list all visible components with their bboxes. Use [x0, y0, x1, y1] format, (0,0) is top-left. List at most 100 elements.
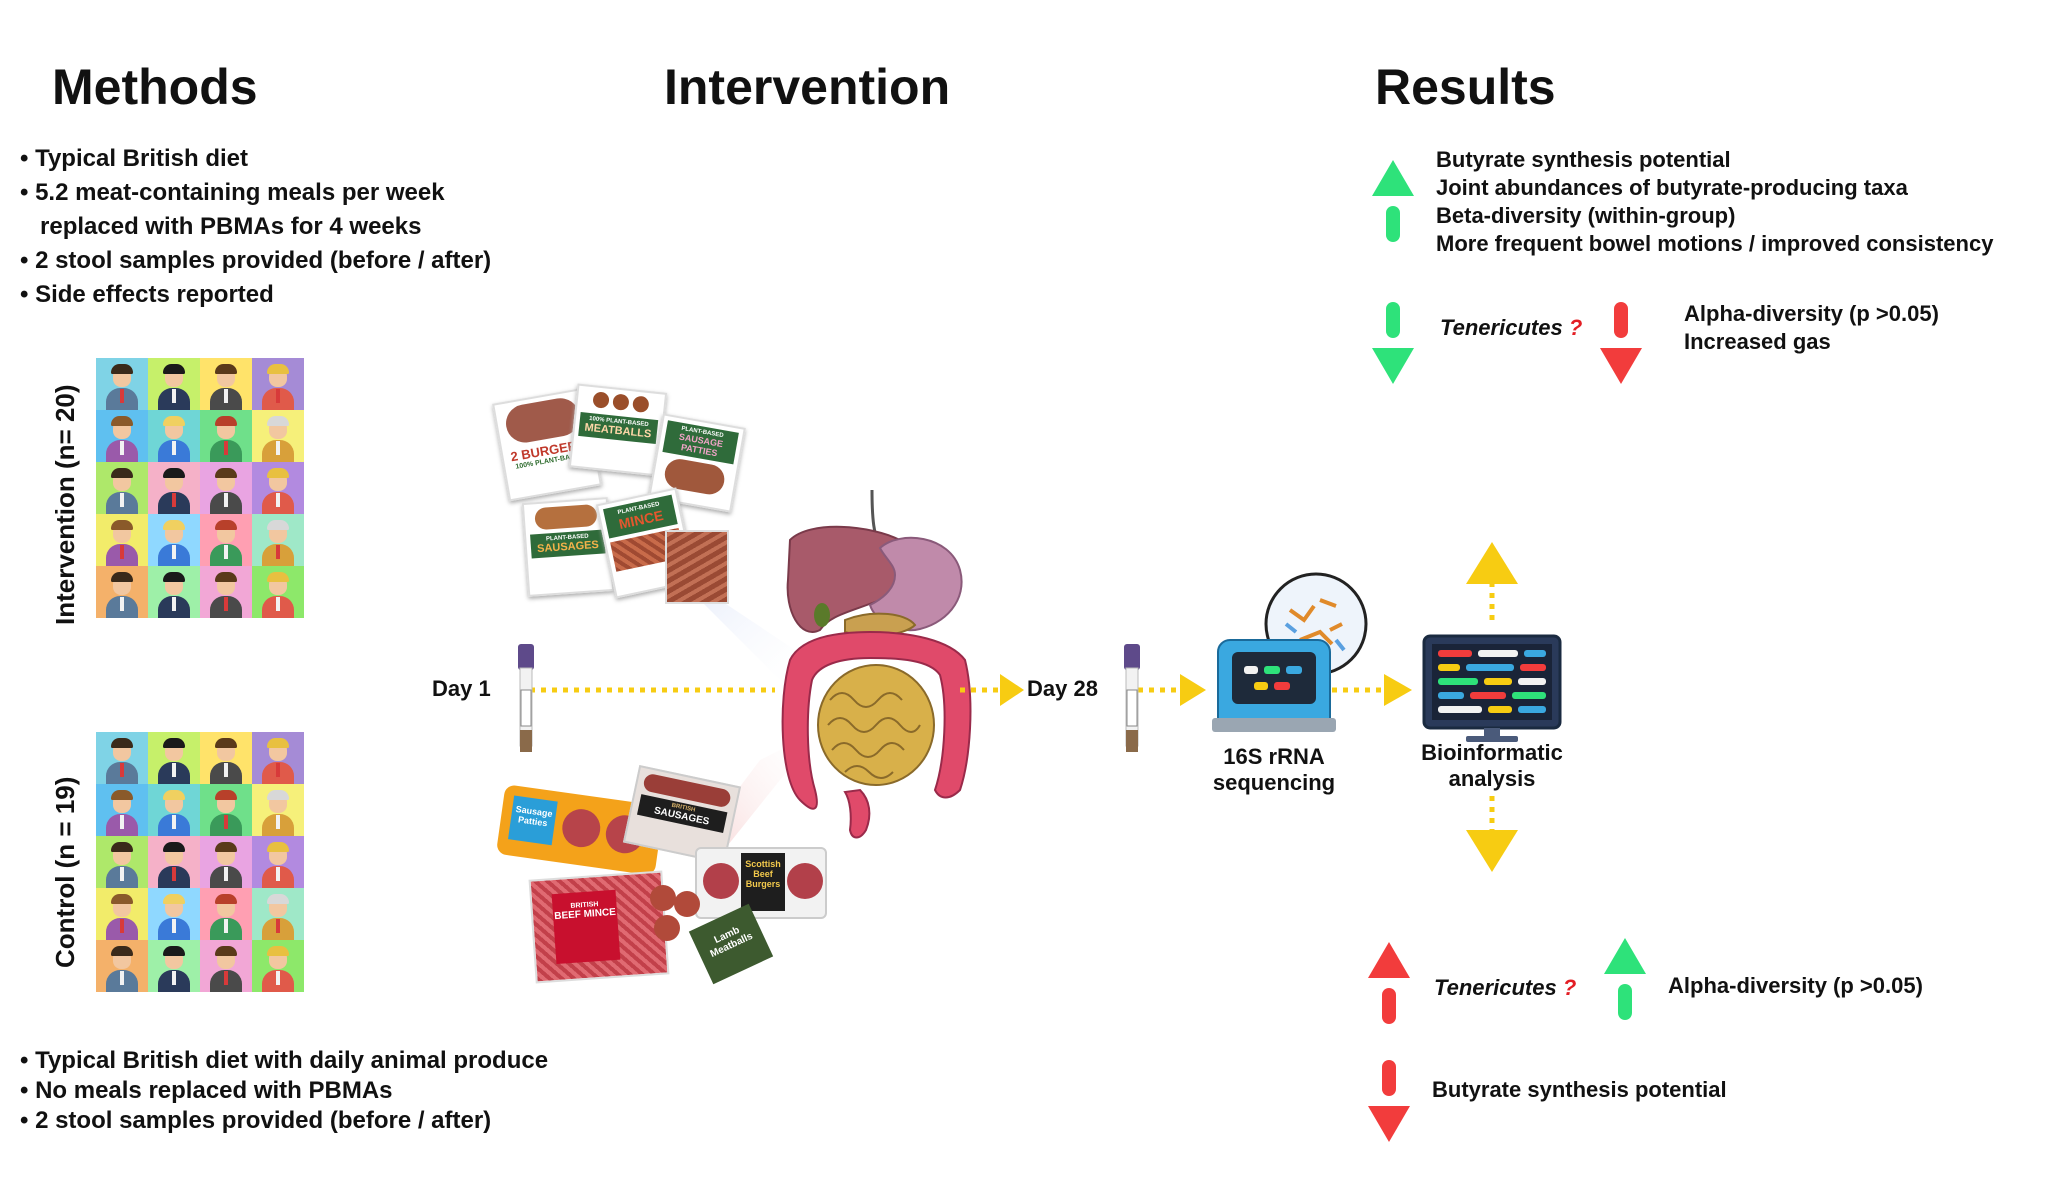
participant-avatar: [96, 732, 148, 784]
red-down-arrow-stem: [1382, 1060, 1396, 1096]
bullet-item: • Typical British diet: [20, 145, 248, 172]
green-up-arrow-icon: [1604, 938, 1646, 974]
red-down-arrow-icon: [1600, 348, 1642, 384]
rectum-shape: [843, 788, 871, 839]
participant-avatar: [96, 836, 148, 888]
green-down-arrow-stem: [1386, 302, 1400, 338]
results-title: Results: [1375, 59, 1556, 115]
red-down-arrow-icon: [1368, 1106, 1410, 1142]
participant-avatar: [200, 358, 252, 410]
timeline-arrow-head-1: [1000, 674, 1024, 706]
result-item: Alpha-diversity (p >0.05): [1684, 301, 1939, 326]
question-mark: ?: [1568, 315, 1583, 340]
day-1-label: Day 1: [432, 676, 491, 701]
red-up-arrow-icon: [1368, 942, 1410, 978]
pack-label: Scottish Beef Burgers: [741, 853, 785, 911]
intervention-increased-results: Butyrate synthesis potential Joint abund…: [1436, 146, 1993, 258]
result-item: Beta-diversity (within-group): [1436, 203, 1736, 228]
bullet-item: replaced with PBMAs for 4 weeks: [20, 213, 422, 240]
bullet-item: • 2 stool samples provided (before / aft…: [20, 1107, 492, 1134]
participant-avatar: [252, 836, 304, 888]
result-item: Butyrate synthesis potential: [1436, 147, 1731, 172]
sequencer-machine-icon: [1212, 572, 1368, 732]
participant-avatar: [148, 732, 200, 784]
intervention-decreased-results: Alpha-diversity (p >0.05) Increased gas: [1684, 300, 1939, 356]
green-up-arrow-stem: [1386, 206, 1400, 242]
control-tenericutes-result: Tenericutes ?: [1434, 974, 1576, 1002]
red-up-arrow-stem: [1382, 988, 1396, 1024]
methods-title: Methods: [52, 59, 258, 115]
participant-avatar: [148, 410, 200, 462]
gallbladder-shape: [814, 603, 830, 627]
tenericutes-label: Tenericutes: [1440, 315, 1563, 340]
intervention-title: Intervention: [664, 59, 951, 115]
participant-avatar: [252, 940, 304, 992]
green-down-arrow-icon: [1372, 348, 1414, 384]
participant-avatar: [96, 888, 148, 940]
participant-avatar: [96, 410, 148, 462]
bullet-item: • No meals replaced with PBMAs: [20, 1077, 393, 1104]
control-alpha-result: Alpha-diversity (p >0.05): [1668, 973, 1923, 998]
control-butyrate-result: Butyrate synthesis potential: [1432, 1077, 1727, 1102]
participant-avatar: [148, 940, 200, 992]
control-participants-grid: [96, 732, 304, 992]
meat-pack-lamb-meatballs: Lamb Meatballs: [650, 885, 774, 985]
participant-avatar: [148, 836, 200, 888]
participant-avatar: [148, 566, 200, 618]
participant-avatar: [252, 732, 304, 784]
small-intestine-folds: [827, 692, 921, 779]
timeline-arrow-head-3: [1384, 674, 1412, 706]
participant-avatar: [148, 514, 200, 566]
participant-avatar: [200, 410, 252, 462]
intervention-participants-grid: [96, 358, 304, 618]
participant-avatar: [252, 566, 304, 618]
participant-avatar: [200, 940, 252, 992]
bullet-item: • 2 stool samples provided (before / aft…: [20, 247, 492, 274]
participant-avatar: [148, 784, 200, 836]
intervention-tenericutes-result: Tenericutes ?: [1440, 314, 1582, 342]
participant-avatar: [96, 566, 148, 618]
participant-avatar: [252, 784, 304, 836]
participant-avatar: [148, 888, 200, 940]
timeline-arrow-head-2: [1180, 674, 1206, 706]
participant-avatar: [96, 358, 148, 410]
participant-avatar: [200, 732, 252, 784]
participant-avatar: [96, 514, 148, 566]
participant-avatar: [200, 836, 252, 888]
stool-sample-tube-2: [1124, 644, 1140, 752]
sequencing-label: 16S rRNA sequencing: [1212, 744, 1336, 795]
stool-sample-tube-1: [518, 644, 534, 752]
participant-avatar: [200, 566, 252, 618]
participant-avatar: [96, 940, 148, 992]
intervention-bullets: • Typical British diet • 5.2 meat-contai…: [20, 142, 491, 312]
participant-avatar: [252, 410, 304, 462]
participant-avatar: [200, 784, 252, 836]
participant-avatar: [252, 888, 304, 940]
analysis-down-arrow: [1466, 830, 1518, 872]
question-mark: ?: [1562, 975, 1577, 1000]
bioinformatic-label: Bioinformatic analysis: [1421, 740, 1563, 791]
plant-mince-tray: [665, 530, 729, 604]
bullet-item: • Side effects reported: [20, 281, 274, 308]
day-28-label: Day 28: [1027, 676, 1098, 701]
tenericutes-label: Tenericutes: [1434, 975, 1557, 1000]
participant-avatar: [96, 784, 148, 836]
participant-avatar: [96, 462, 148, 514]
plant-based-foods: 2 BURGERS 100% PLANT-BASED 100% PLANT-BA…: [492, 380, 746, 610]
bioinformatic-monitor-icon: [1422, 634, 1562, 742]
participant-avatar: [200, 888, 252, 940]
red-down-arrow-stem: [1614, 302, 1628, 338]
result-item: Joint abundances of butyrate-producing t…: [1436, 175, 1908, 200]
bullet-item: • Typical British diet with daily animal…: [20, 1047, 549, 1074]
bullet-item: • 5.2 meat-containing meals per week: [20, 179, 445, 206]
participant-avatar: [200, 462, 252, 514]
large-intestine-shape: [781, 630, 972, 810]
participant-avatar: [252, 462, 304, 514]
participant-avatar: [200, 514, 252, 566]
participant-avatar: [252, 514, 304, 566]
participant-avatar: [148, 462, 200, 514]
green-up-arrow-stem: [1618, 984, 1632, 1020]
green-up-arrow-icon: [1372, 160, 1414, 196]
